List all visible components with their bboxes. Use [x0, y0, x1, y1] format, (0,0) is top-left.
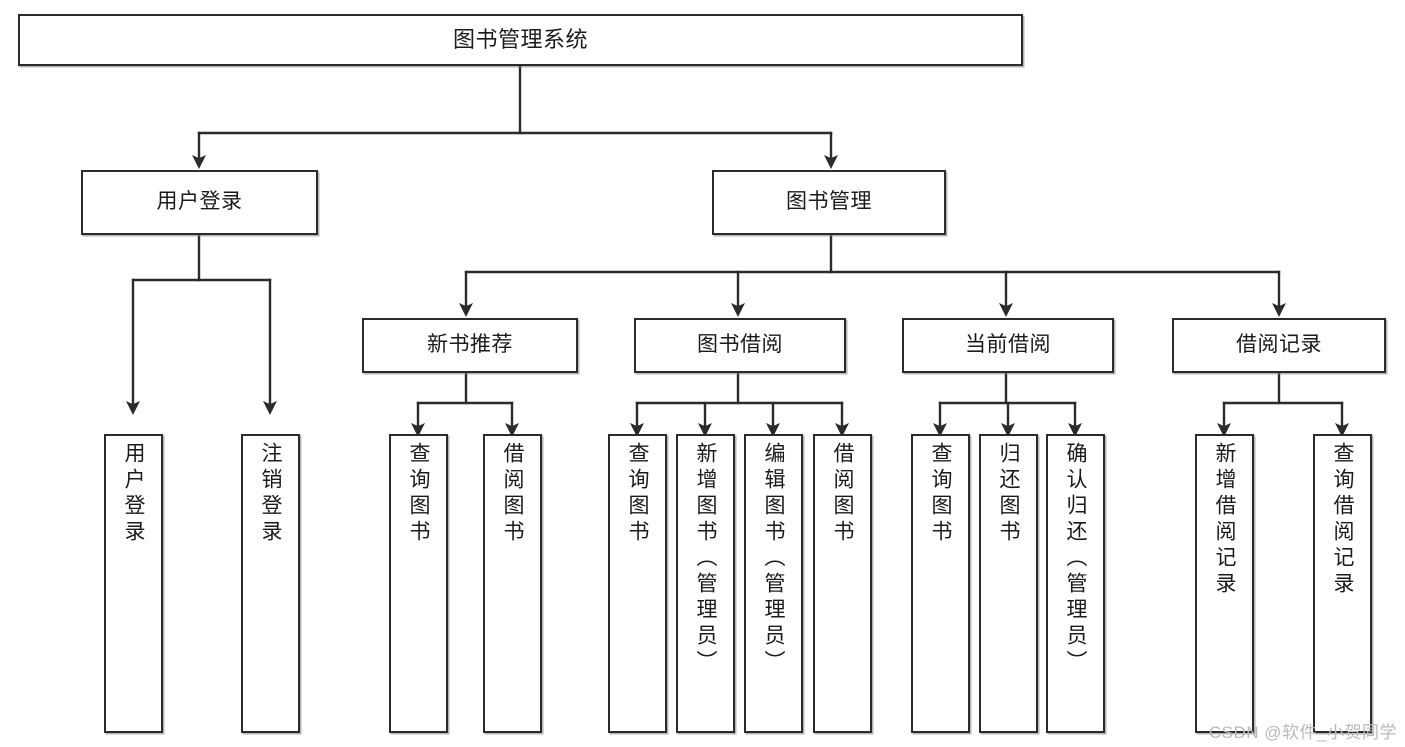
node-leaf-user-login[interactable]: 用户登录 [104, 434, 163, 733]
node-leaf-borrow-book-2[interactable]: 借阅图书 [813, 434, 872, 733]
node-leaf-query-book-2[interactable]: 查询图书 [608, 434, 667, 733]
node-borrow-record[interactable]: 借阅记录 [1172, 318, 1386, 373]
watermark-text: CSDN @软件_小贺同学 [1208, 723, 1397, 742]
node-leaf-add-book-admin[interactable]: 新增图书（管理员） [676, 434, 735, 733]
node-current-borrow[interactable]: 当前借阅 [902, 318, 1114, 373]
node-label: 新增借阅记录 [1213, 442, 1236, 598]
node-leaf-add-borrow-record[interactable]: 新增借阅记录 [1195, 434, 1254, 733]
node-label: 图书借阅 [697, 333, 783, 357]
node-leaf-confirm-return-admin[interactable]: 确认归还（管理员） [1046, 434, 1105, 733]
node-label: 借阅图书 [501, 442, 524, 546]
node-leaf-return-book[interactable]: 归还图书 [979, 434, 1038, 733]
node-label: 借阅记录 [1236, 333, 1322, 357]
node-label: 注销登录 [259, 442, 282, 546]
node-label: 查询图书 [407, 442, 430, 546]
node-label: 新书推荐 [427, 333, 513, 357]
node-leaf-query-book-1[interactable]: 查询图书 [389, 434, 448, 733]
node-root-book-management-system[interactable]: 图书管理系统 [18, 14, 1023, 66]
node-label: 图书管理系统 [452, 27, 588, 53]
node-label: 借阅图书 [831, 442, 854, 546]
node-label: 查询图书 [626, 442, 649, 546]
node-new-book-recommend[interactable]: 新书推荐 [362, 318, 578, 373]
node-leaf-edit-book-admin[interactable]: 编辑图书（管理员） [744, 434, 803, 733]
node-label: 新增图书（管理员） [694, 442, 717, 676]
node-leaf-query-book-3[interactable]: 查询图书 [911, 434, 970, 733]
node-book-manage[interactable]: 图书管理 [712, 170, 946, 235]
node-book-borrow[interactable]: 图书借阅 [634, 318, 846, 373]
node-leaf-query-borrow-record[interactable]: 查询借阅记录 [1313, 434, 1372, 733]
node-label: 编辑图书（管理员） [762, 442, 785, 676]
node-label: 用户登录 [156, 190, 243, 214]
node-label: 确认归还（管理员） [1064, 442, 1087, 676]
node-label: 查询图书 [929, 442, 952, 546]
node-label: 查询借阅记录 [1331, 442, 1354, 598]
node-user-login[interactable]: 用户登录 [81, 170, 318, 235]
node-label: 图书管理 [786, 190, 872, 214]
node-leaf-logout-login[interactable]: 注销登录 [241, 434, 300, 733]
node-label: 用户登录 [122, 442, 145, 546]
node-label: 当前借阅 [965, 333, 1051, 357]
node-label: 归还图书 [997, 442, 1020, 546]
node-leaf-borrow-book-1[interactable]: 借阅图书 [483, 434, 542, 733]
